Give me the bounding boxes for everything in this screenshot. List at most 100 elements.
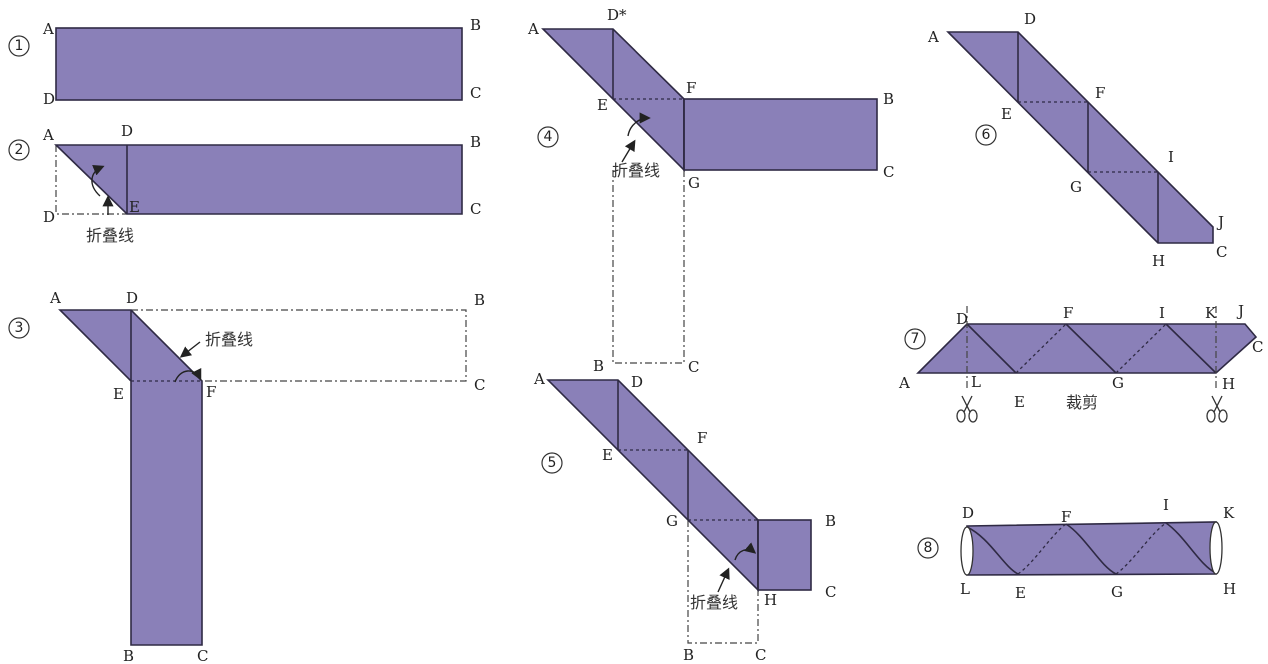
fold-arrow — [174, 367, 202, 383]
step-1-badge — [8, 35, 30, 57]
spiral-hidden-1 — [1017, 523, 1067, 575]
label-c: C — [470, 84, 481, 102]
label-e: E — [602, 446, 613, 464]
label-h: H — [764, 591, 777, 609]
label-b-top: B — [593, 357, 604, 375]
diagonal-part — [546, 379, 759, 592]
step-2-badge — [8, 139, 30, 161]
fold-line-pointer — [621, 139, 636, 163]
step-3: 3 折叠线 A D B C E F B C — [8, 289, 485, 664]
flattened-strip — [916, 323, 1258, 374]
step-5-badge — [541, 452, 563, 474]
label-d: D — [121, 122, 133, 140]
label-f: F — [1061, 508, 1071, 526]
label-a: A — [898, 374, 910, 392]
spiral-hidden-2 — [1115, 522, 1167, 575]
label-d: D — [126, 289, 138, 307]
label-d: D — [631, 373, 643, 391]
fold-line-pointer — [179, 341, 201, 358]
step-4-badge — [537, 126, 559, 148]
label-b: B — [470, 16, 481, 34]
label-c: C — [470, 200, 481, 218]
label-g: G — [666, 512, 678, 530]
label-b: B — [825, 512, 836, 530]
diagonal-strip — [946, 31, 1214, 244]
cut-text: 裁剪 — [1066, 393, 1098, 412]
step-4-number: 4 — [544, 129, 553, 145]
label-h: H — [1222, 375, 1235, 393]
step-6: 6 A D F E I G J C H — [927, 10, 1227, 270]
label-a: A — [42, 126, 54, 144]
step-1: 1 A B C D — [8, 16, 481, 108]
label-d: D — [962, 504, 974, 522]
label-k: K — [1223, 504, 1235, 522]
step-6-number: 6 — [982, 127, 991, 143]
step-7-number: 7 — [911, 331, 920, 347]
label-j: J — [1236, 302, 1244, 320]
label-c-ghost: C — [688, 358, 699, 376]
label-h: H — [1152, 252, 1165, 270]
label-e: E — [1015, 584, 1026, 602]
step-8: 8 D F I K L E G H — [917, 496, 1236, 602]
step-5: 5 折叠线 A B D F E G B C H B C — [533, 357, 836, 664]
label-l: L — [971, 373, 981, 391]
crease-d-e — [966, 323, 1017, 374]
label-g: G — [1112, 374, 1124, 392]
label-a: A — [49, 289, 61, 307]
label-j: J — [1216, 213, 1224, 231]
label-g: G — [1070, 178, 1082, 196]
label-b-ghost: B — [683, 646, 694, 664]
original-strip-outline — [687, 520, 759, 644]
end-flap — [757, 519, 812, 591]
fold-line-text: 折叠线 — [612, 161, 660, 180]
step-7-badge — [904, 328, 926, 350]
tube-end-left — [960, 526, 974, 576]
horizontal-part — [683, 98, 878, 171]
crease-f-g — [1065, 323, 1117, 374]
label-l: L — [960, 580, 970, 598]
step-5-number: 5 — [548, 455, 557, 471]
label-i: I — [1163, 496, 1169, 514]
label-b: B — [470, 133, 481, 151]
label-h: H — [1223, 580, 1236, 598]
step-4: 4 折叠线 A D* B C E F G C — [527, 6, 894, 376]
original-strip-outline — [131, 309, 467, 382]
label-e: E — [1001, 105, 1012, 123]
label-k: K — [1205, 304, 1217, 322]
step-7: 7 D F I K J C A L E G H 裁剪 — [898, 302, 1263, 423]
label-f: F — [206, 383, 216, 401]
scissors-icon — [956, 395, 978, 423]
step-8-badge — [917, 537, 939, 559]
label-f: F — [697, 429, 707, 447]
label-d: D — [43, 90, 55, 108]
label-c: C — [1216, 243, 1227, 261]
label-f: F — [1095, 84, 1105, 102]
label-g: G — [688, 174, 700, 192]
label-e: E — [1014, 393, 1025, 411]
label-c: C — [883, 163, 894, 181]
label-d-star: D* — [607, 6, 627, 24]
label-b: B — [883, 90, 894, 108]
tube-end-right — [1209, 521, 1223, 575]
label-d: D — [956, 310, 968, 328]
label-b: B — [123, 647, 134, 664]
label-e: E — [113, 385, 124, 403]
step-2: 2 A D B C D E 折叠线 — [8, 122, 481, 245]
fold-line-text: 折叠线 — [205, 330, 253, 349]
fold-arrow — [734, 542, 757, 561]
label-e: E — [129, 198, 140, 216]
label-a: A — [42, 20, 54, 38]
label-d: D — [1024, 10, 1036, 28]
label-a: A — [533, 370, 545, 388]
label-d-bottom: D — [43, 208, 55, 226]
label-i: I — [1168, 148, 1174, 166]
spiral-seam-1 — [966, 526, 1019, 575]
folded-strip — [54, 144, 463, 215]
label-f: F — [1063, 304, 1073, 322]
fold-line-pointer — [717, 567, 730, 593]
spiral-seam-2 — [1065, 523, 1117, 575]
original-strip-outline — [612, 170, 685, 364]
label-c-ghost: C — [755, 646, 766, 664]
